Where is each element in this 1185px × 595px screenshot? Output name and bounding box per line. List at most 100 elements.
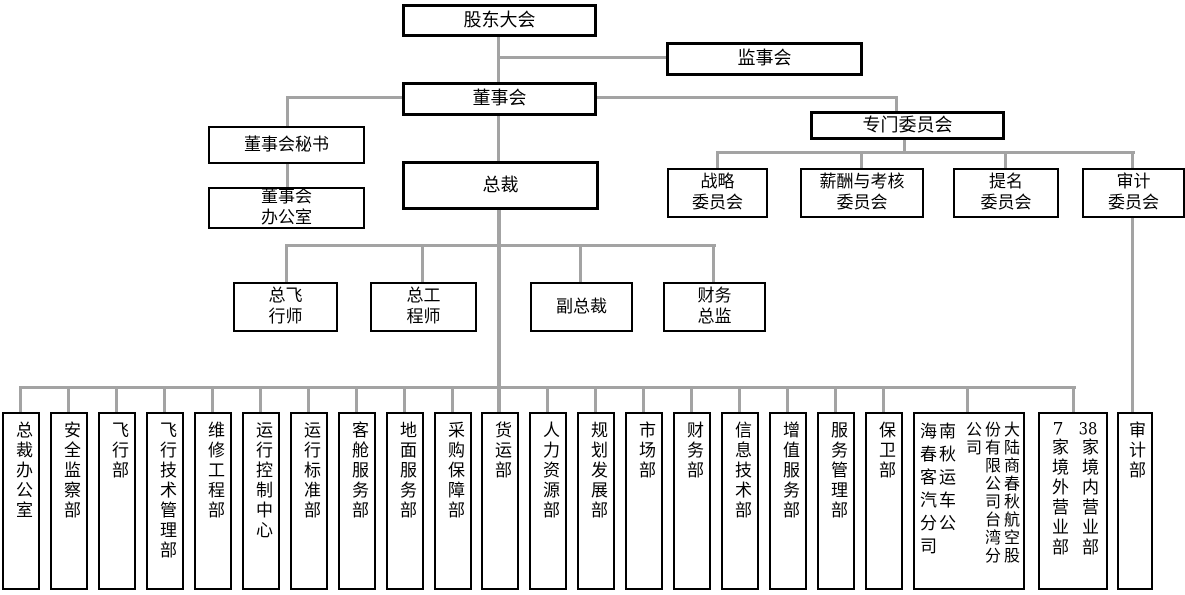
node-label: 监事会: [737, 48, 792, 69]
node-board-office: 董事会 办公室: [208, 187, 365, 229]
connector-stub-sales-offices: [1072, 386, 1075, 413]
node-dept-cargo: 货运部: [481, 412, 519, 590]
connector-stub-dept: [307, 386, 310, 413]
node-label: 财务 总监: [697, 286, 732, 327]
node-vice-president: 副总裁: [530, 282, 633, 332]
connector-audit-line: [1131, 218, 1134, 413]
node-dept-flight: 飞行部: [98, 412, 136, 590]
connector-stub-chief-engineer: [421, 244, 424, 282]
node-label: 飞行部: [108, 421, 128, 481]
node-strategy-committee: 战略 委员会: [667, 168, 768, 218]
node-dept-planning-development: 规划发展部: [577, 412, 615, 590]
node-label: 财务部: [683, 421, 703, 481]
node-dept-flight-tech-management: 飞行技术管理部: [146, 412, 184, 590]
domestic-label: 家境内营业部: [1078, 438, 1098, 558]
connector-stub-strategy: [716, 151, 719, 168]
overseas-label: 家境外营业部: [1048, 438, 1068, 558]
connector-committees-rail: [716, 151, 1135, 154]
connector-stub-nomination: [1004, 151, 1007, 168]
node-label: 董事会: [472, 88, 527, 109]
node-label: 专门委员会: [862, 114, 953, 136]
connector-board-right: [597, 96, 897, 99]
node-label: 飞行技术管理部: [156, 421, 176, 561]
node-taiwan-branch: 大陆商春秋航空股份有限公司台湾分公司: [963, 421, 1020, 565]
connector-shareholders-board: [497, 36, 500, 82]
node-label: 副总裁: [556, 296, 607, 317]
node-dept-security: 保卫部: [865, 412, 903, 590]
node-label: 保卫部: [875, 421, 895, 481]
node-label: 董事会 办公室: [261, 187, 312, 228]
connector-stub-dept: [786, 386, 789, 413]
node-dept-information-technology: 信息技术部: [721, 412, 759, 590]
connector-secretary-office: [286, 164, 289, 188]
connector-stub-dept: [163, 386, 166, 413]
node-board-of-directors: 董事会: [402, 82, 597, 116]
node-dept-value-added-service: 增值服务部: [769, 412, 807, 590]
node-label: 股东大会: [463, 9, 536, 31]
connector-stub-dept: [355, 386, 358, 413]
node-label: 采购保障部: [444, 421, 464, 521]
node-finance-director: 财务 总监: [663, 282, 766, 332]
node-label: 审计部: [1125, 421, 1145, 481]
node-label: 运行标准部: [300, 421, 320, 521]
node-dept-safety-supervision: 安全监察部: [50, 412, 88, 590]
node-shareholders-meeting: 股东大会: [402, 4, 597, 37]
connector-stub-dept: [834, 386, 837, 413]
connector-stub-dept: [642, 386, 645, 413]
node-label: 董事会秘书: [244, 134, 329, 155]
node-label: 总工 程师: [406, 286, 441, 327]
node-chief-engineer: 总工 程师: [370, 282, 477, 332]
node-label: 总裁办公室: [12, 421, 32, 521]
node-label: 市场部: [635, 421, 655, 481]
node-label: 总裁: [482, 174, 519, 196]
connector-supervisory: [497, 56, 666, 59]
node-dept-president-office: 总裁办公室: [2, 412, 40, 590]
node-dept-human-resources: 人力资源部: [529, 412, 567, 590]
node-dept-audit: 审计部: [1117, 412, 1153, 590]
connector-stub-dept: [451, 386, 454, 413]
connector-stub-subsidiaries: [966, 386, 969, 413]
connector-stub-chief-pilot: [285, 244, 288, 282]
connector-stub-vice-president: [579, 244, 582, 282]
node-label: 货运部: [491, 421, 511, 481]
node-hainan-bus-branch: 海南春秋客运汽车分公司: [920, 422, 958, 557]
node-label: 规划发展部: [587, 421, 607, 521]
node-dept-marketing: 市场部: [625, 412, 663, 590]
node-label: 安全监察部: [60, 421, 80, 521]
node-label: 信息技术部: [731, 421, 751, 521]
connector-stub-finance-director: [712, 244, 715, 282]
node-subsidiaries: 海南春秋客运汽车分公司 大陆商春秋航空股份有限公司台湾分公司: [913, 412, 1025, 590]
node-dept-operation-control-center: 运行控制中心: [242, 412, 280, 590]
node-dept-finance: 财务部: [673, 412, 711, 590]
connector-stub-dept: [115, 386, 118, 413]
connector-board-president: [497, 116, 500, 161]
node-dept-operation-standards: 运行标准部: [290, 412, 328, 590]
node-supervisory-board: 监事会: [666, 42, 863, 76]
connector-stub-dept: [259, 386, 262, 413]
connector-stub-audit-committee: [1131, 151, 1134, 168]
connector-stub-dept: [594, 386, 597, 413]
connector-stub-dept: [690, 386, 693, 413]
node-label: 地面服务部: [396, 421, 416, 521]
node-label: 薪酬与考核 委员会: [819, 172, 905, 213]
node-president: 总裁: [402, 161, 599, 210]
connector-board-left: [287, 96, 402, 99]
node-dept-maintenance-engineering: 维修工程部: [194, 412, 232, 590]
node-dept-service-management: 服务管理部: [817, 412, 855, 590]
connector-executives-rail: [285, 244, 716, 247]
node-compensation-committee: 薪酬与考核 委员会: [800, 168, 924, 218]
node-domestic-offices: 38家境内营业部: [1078, 421, 1098, 585]
node-label: 人力资源部: [539, 421, 559, 521]
connector-stub-dept: [67, 386, 70, 413]
overseas-count: 7: [1052, 421, 1064, 438]
connector-stub-compensation: [860, 151, 863, 168]
node-dept-procurement-support: 采购保障部: [434, 412, 472, 590]
node-label: 客舱服务部: [348, 421, 368, 521]
node-chief-pilot: 总飞 行师: [233, 282, 338, 332]
node-dept-ground-service: 地面服务部: [386, 412, 424, 590]
connector-president-trunk: [497, 210, 501, 413]
connector-stub-dept: [882, 386, 885, 413]
node-audit-committee: 审计 委员会: [1082, 168, 1185, 218]
node-nomination-committee: 提名 委员会: [953, 168, 1059, 218]
domestic-count: 38: [1078, 421, 1098, 438]
